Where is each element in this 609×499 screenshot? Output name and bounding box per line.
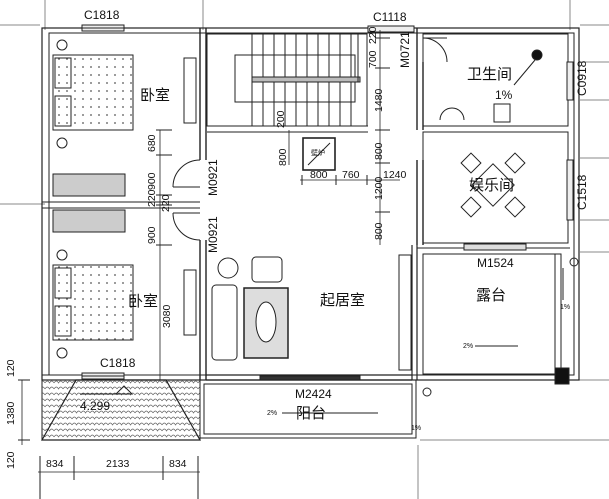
dim-h-1240: 1240 — [383, 169, 407, 181]
room-label-balcony: 阳台 — [296, 404, 327, 422]
dim-living-800a: 800 — [277, 148, 289, 166]
dim-bottom-834b: 834 — [169, 458, 187, 470]
dim-left-120a: 120 — [5, 359, 17, 377]
door-label-terrace: M1524 — [477, 256, 514, 270]
dim-living-800b: 800 — [373, 142, 385, 160]
window-label-top-stair: C1118 — [373, 10, 407, 24]
room-label-terrace: 露台 — [476, 286, 507, 304]
dim-h-800: 800 — [310, 169, 328, 181]
dim-stair-200: 200 — [275, 110, 287, 128]
dim-left-120b: 120 — [5, 451, 17, 469]
dim-h-760: 760 — [342, 169, 360, 181]
door-label-balcony: M2424 — [295, 387, 332, 401]
door-label-bedroom-upper: M0921 — [206, 159, 220, 196]
dim-left-1380: 1380 — [5, 401, 17, 425]
dim-220b: 220 — [160, 194, 172, 212]
dim-220a: 220 — [146, 189, 158, 207]
room-label-bedroom-lower: 卧室 — [128, 292, 159, 310]
window-label-lower-left: C1818 — [100, 356, 136, 370]
terrace-slope-h: 2% — [463, 343, 474, 350]
dim-900a: 900 — [146, 172, 158, 190]
door-label-bath: M0721 — [398, 31, 412, 68]
room-label-bathroom: 卫生间 — [467, 65, 513, 83]
dim-living-800c: 800 — [373, 222, 385, 240]
bathroom-slope: 1% — [495, 88, 513, 102]
dim-680: 680 — [146, 134, 158, 152]
balcony-slope: 2% — [267, 410, 278, 417]
dim-bottom-2133: 2133 — [106, 458, 130, 470]
room-label-living-room: 起居室 — [320, 291, 366, 309]
dim-stair-220: 220 — [367, 26, 379, 44]
fireplace-label: 壁炉 — [311, 150, 325, 157]
dim-900b: 900 — [146, 226, 158, 244]
door-label-bedroom-lower: M0921 — [206, 216, 220, 253]
window-label-bath-right: C0918 — [575, 60, 589, 96]
terrace-slope-v: 1% — [560, 304, 571, 311]
room-label-bedroom-upper: 卧室 — [140, 86, 171, 104]
elevation-mark: 4.299 — [80, 399, 111, 413]
balcony-slope-v: 1% — [411, 425, 422, 432]
window-label-top-left: C1818 — [84, 8, 120, 22]
dim-stair-1480: 1480 — [373, 88, 385, 112]
window-label-ent-right: C1518 — [575, 174, 589, 210]
dim-3080: 3080 — [161, 304, 173, 328]
dim-bottom-834a: 834 — [46, 458, 64, 470]
dim-stair-700: 700 — [367, 50, 379, 68]
room-label-entertainment: 娱乐间 — [469, 176, 515, 194]
